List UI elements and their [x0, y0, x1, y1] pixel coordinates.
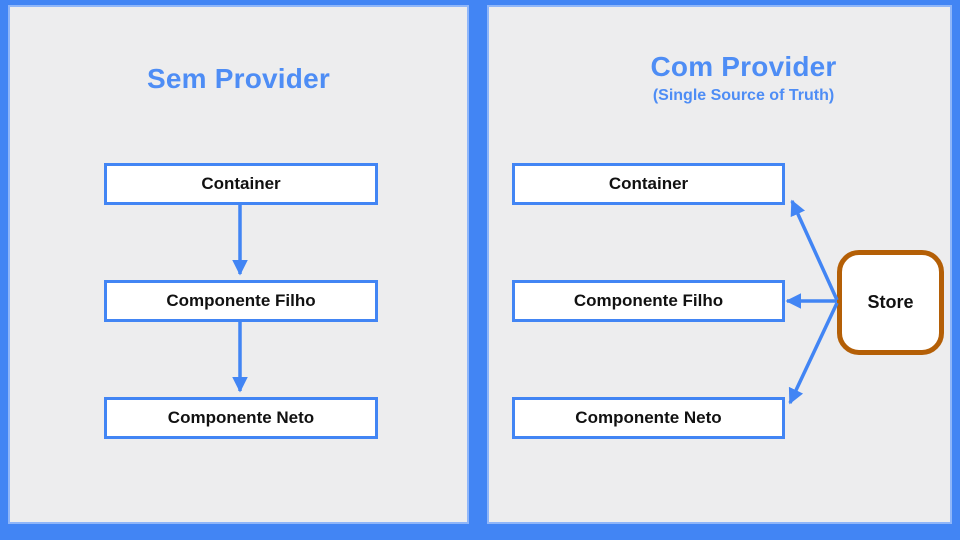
box-componente-neto-sem-label: Componente Neto	[167, 408, 315, 427]
box-componente-neto-com: Componente Neto	[512, 397, 785, 439]
panel-com-provider: Com Provider (Single Source of Truth) Co…	[487, 5, 952, 524]
box-container-com-label: Container	[608, 174, 689, 193]
store-label: Store	[867, 292, 914, 312]
box-componente-filho-sem-label: Componente Filho	[166, 291, 316, 310]
box-componente-neto-sem: Componente Neto	[104, 397, 378, 439]
com-provider-subtitle: (Single Source of Truth)	[652, 87, 835, 104]
box-container-com: Container	[512, 163, 785, 205]
box-container-sem-label: Container	[201, 174, 281, 193]
sem-provider-title: Sem Provider	[147, 63, 330, 94]
box-componente-filho-com: Componente Filho	[512, 280, 785, 322]
com-provider-title: Com Provider	[650, 51, 837, 82]
panel-sem-provider: Sem Provider Container Componente Filho …	[8, 5, 469, 524]
box-container-sem: Container	[104, 163, 378, 205]
store-box: Store	[837, 250, 944, 355]
box-componente-filho-com-label: Componente Filho	[573, 291, 724, 310]
box-componente-filho-sem: Componente Filho	[104, 280, 378, 322]
box-componente-neto-com-label: Componente Neto	[575, 408, 722, 427]
